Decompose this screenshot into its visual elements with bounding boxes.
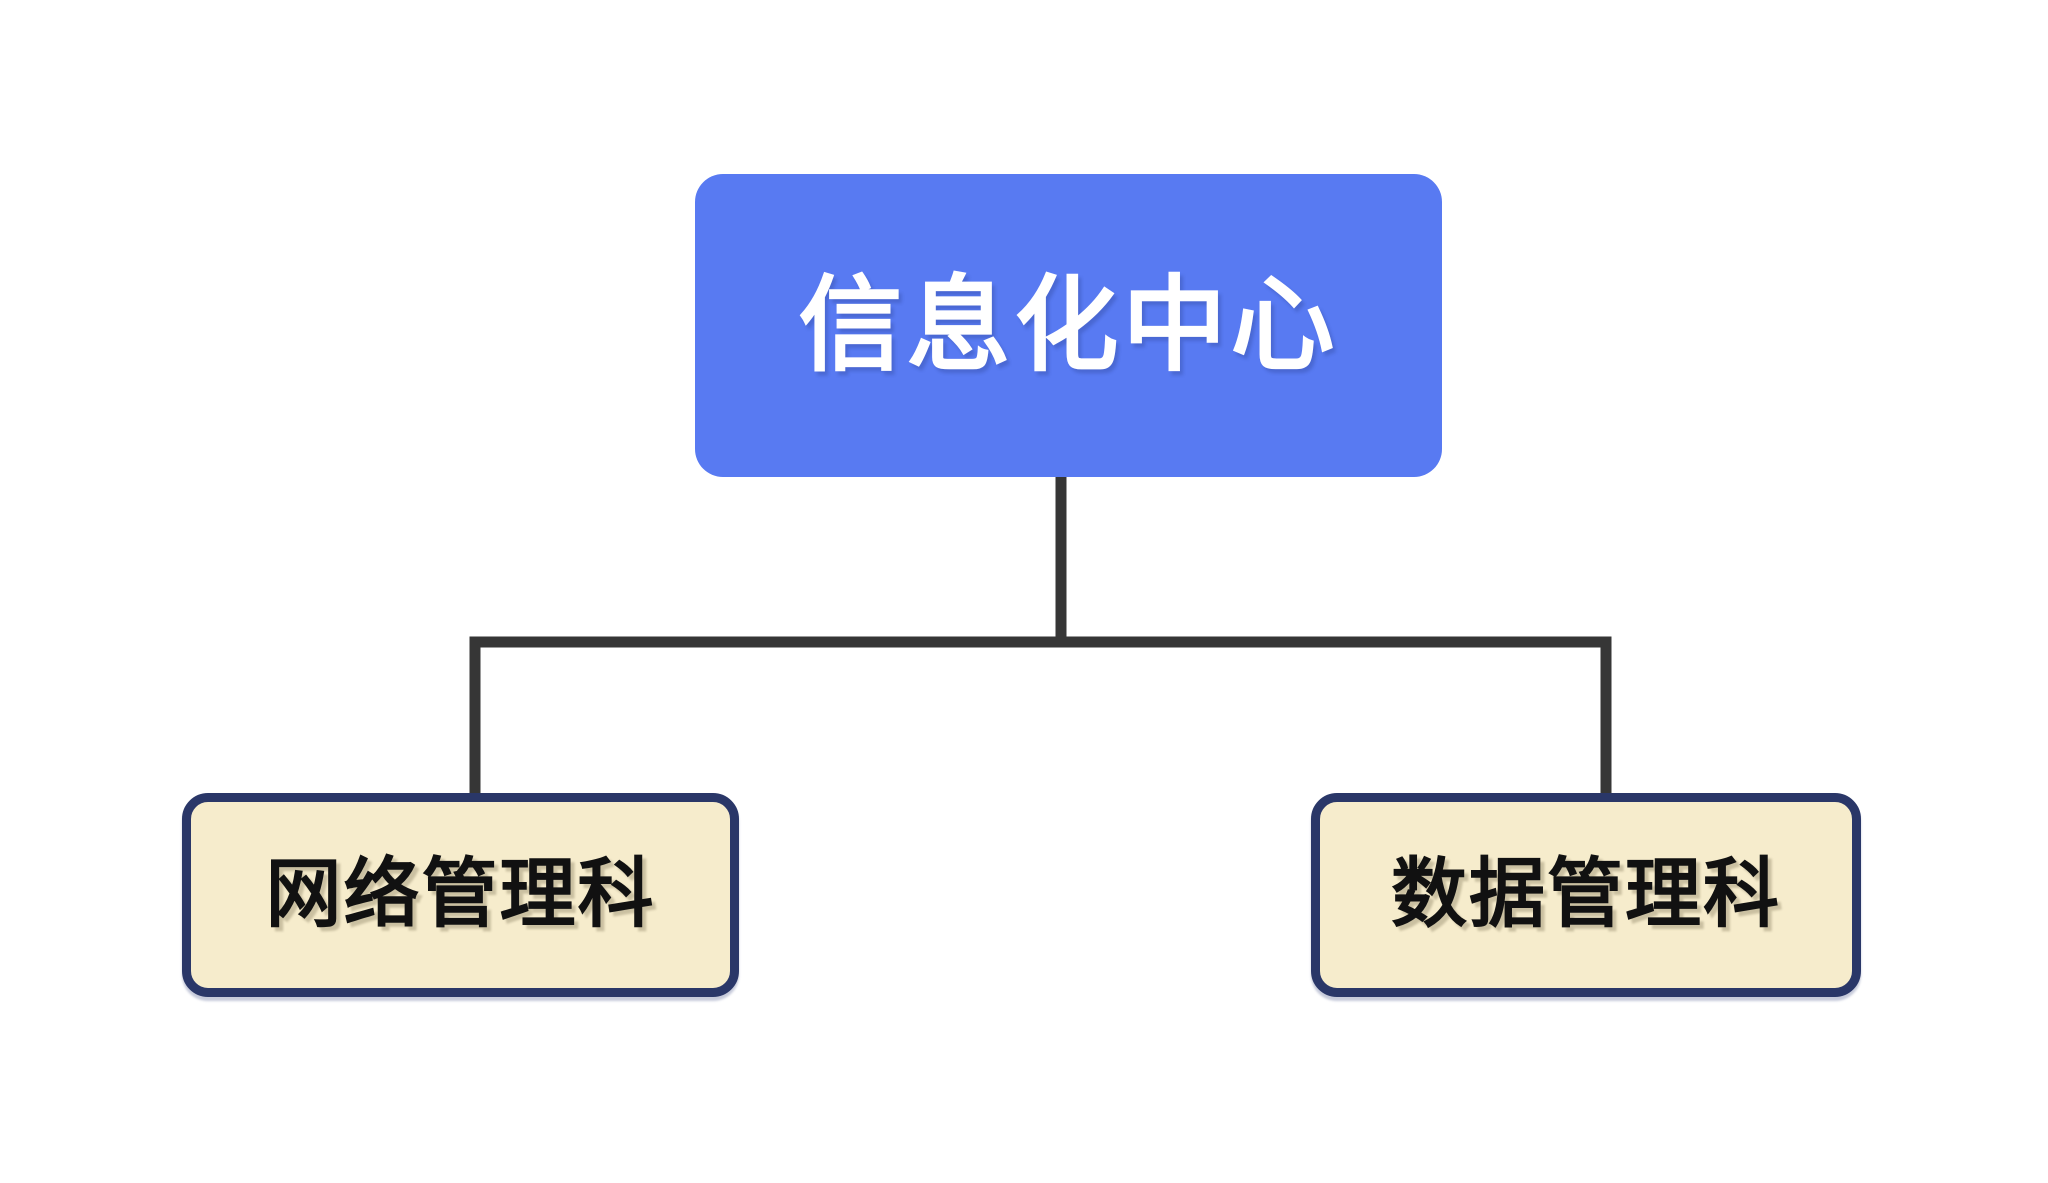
node-child-data-label: 数据管理科 bbox=[1391, 852, 1781, 937]
node-child-network-management[interactable]: 网络管理科 bbox=[182, 793, 739, 997]
connector-branch-right bbox=[1061, 636, 1612, 797]
node-child-network-label: 网络管理科 bbox=[265, 852, 656, 937]
node-root-info-center[interactable]: 信息化中心 bbox=[695, 174, 1442, 477]
connector-branch-left bbox=[469, 636, 1061, 797]
node-child-data-management[interactable]: 数据管理科 bbox=[1311, 793, 1861, 997]
node-root-label: 信息化中心 bbox=[798, 267, 1339, 384]
